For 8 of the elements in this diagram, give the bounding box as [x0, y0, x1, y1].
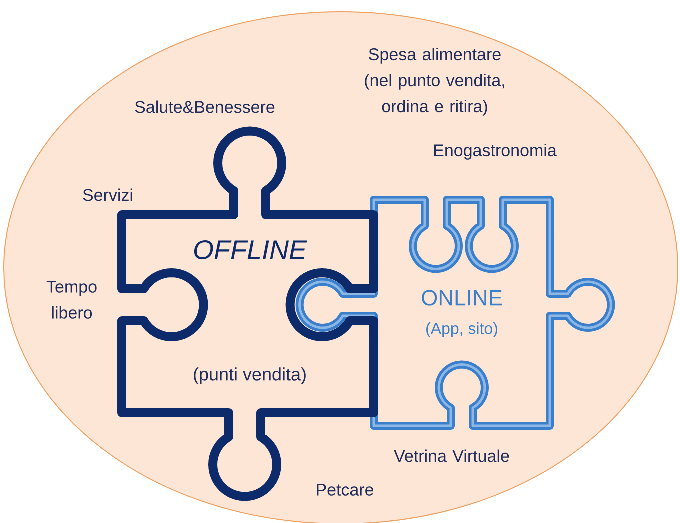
- category-label: Petcare: [317, 484, 374, 496]
- category-label: Tempo libero: [46, 281, 97, 319]
- category-label: Salute&Benessere: [135, 100, 275, 114]
- category-label: Servizi: [83, 188, 132, 202]
- ellipse-background: [4, 12, 678, 523]
- category-label: Enogastronomia: [434, 144, 557, 160]
- category-label: Vetrina Virtuale: [394, 450, 510, 462]
- category-label: Spesa alimentare (nel punto vendita, ordina e ritira): [365, 48, 504, 116]
